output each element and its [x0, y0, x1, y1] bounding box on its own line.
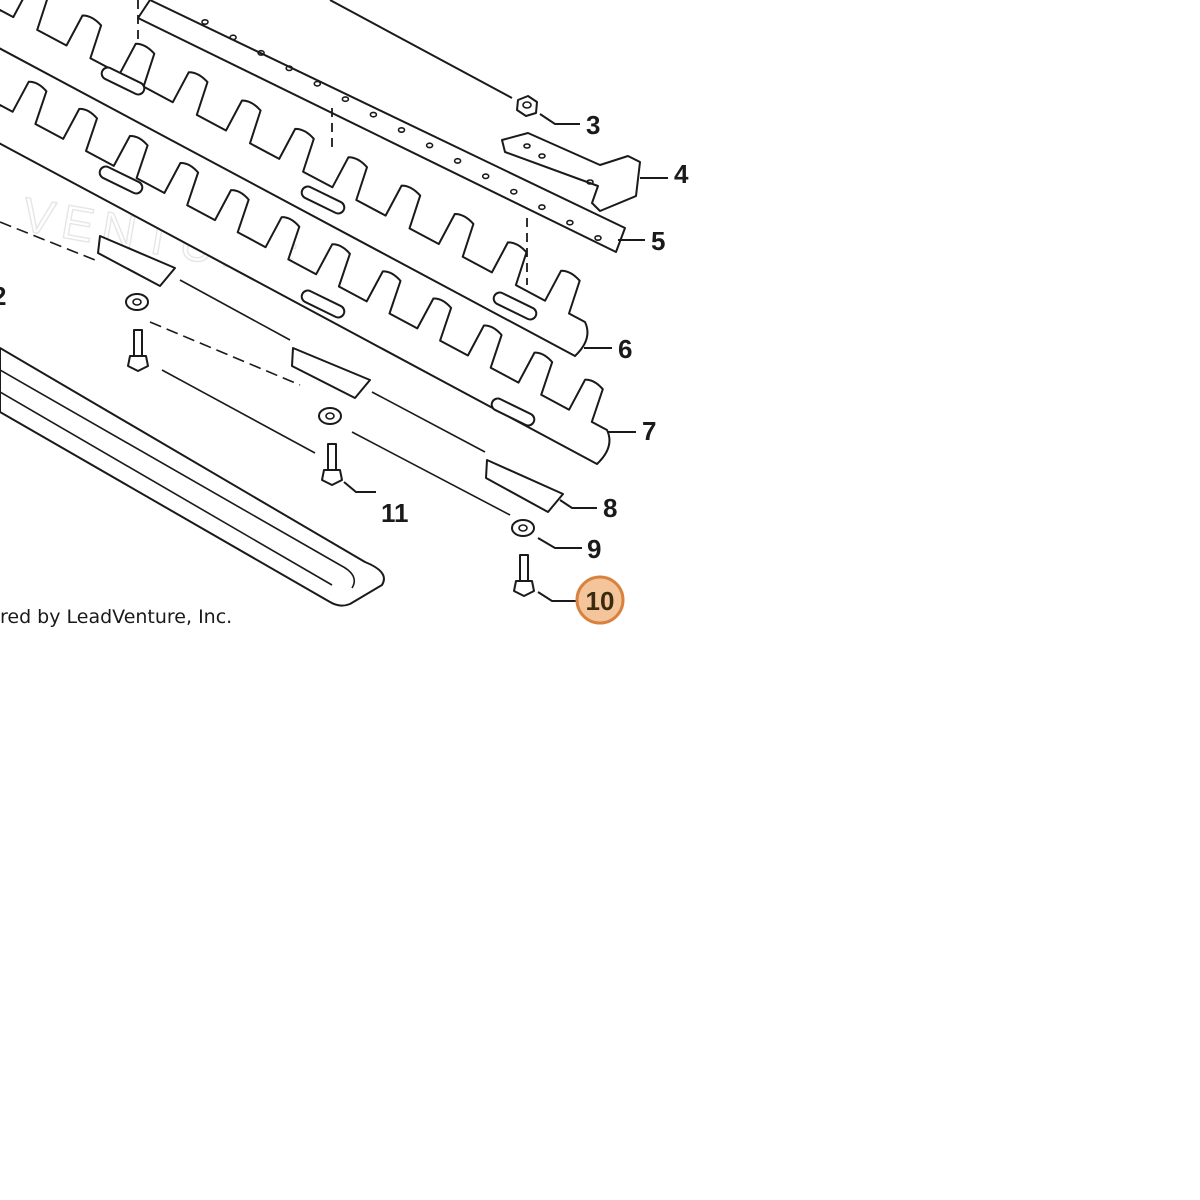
callout-10-highlight[interactable] — [575, 575, 625, 625]
bar-hole — [453, 157, 462, 164]
bar-hole — [257, 49, 265, 56]
callout-5[interactable]: 5 — [651, 226, 665, 256]
bar-hole — [566, 219, 574, 226]
bar-hole — [369, 111, 378, 118]
callout-11[interactable]: 11 — [381, 498, 409, 528]
bar-hole — [594, 235, 602, 242]
bar-hole — [425, 142, 434, 149]
bar-hole — [201, 18, 209, 25]
bar-hole — [538, 204, 546, 211]
callout-7[interactable]: 7 — [642, 416, 656, 446]
bar-hole — [341, 96, 350, 103]
callout-6[interactable]: 6 — [618, 334, 632, 364]
part-9-washers[interactable] — [125, 293, 535, 537]
callout-8[interactable]: 8 — [603, 493, 617, 523]
callout-9[interactable]: 9 — [587, 534, 601, 564]
part-5-bar[interactable] — [137, 0, 626, 253]
part-4-guard[interactable] — [501, 132, 641, 212]
callout-4[interactable]: 4 — [674, 159, 689, 189]
bar-hole — [285, 65, 294, 72]
credit-text: red by LeadVenture, Inc. — [0, 606, 232, 628]
callout-10[interactable]: 10 — [586, 586, 615, 616]
bar-hole — [509, 188, 518, 195]
part-2-rail[interactable] — [0, 347, 385, 607]
part-3-nut[interactable] — [516, 95, 538, 117]
leader-lines — [329, 0, 668, 602]
bar-hole — [397, 127, 406, 134]
part-10-screw[interactable] — [513, 554, 535, 597]
part-6-blade[interactable] — [0, 0, 589, 357]
callout-2[interactable]: 2 — [0, 281, 6, 311]
callout-3[interactable]: 3 — [586, 110, 600, 140]
assembly-guides — [0, 0, 528, 516]
bar-hole — [313, 80, 322, 87]
bar-hole — [229, 34, 237, 41]
part-7-blade[interactable] — [0, 80, 611, 465]
part-8-spacers[interactable] — [97, 235, 564, 513]
bar-hole — [481, 173, 490, 180]
part-11-screws[interactable] — [127, 329, 343, 486]
